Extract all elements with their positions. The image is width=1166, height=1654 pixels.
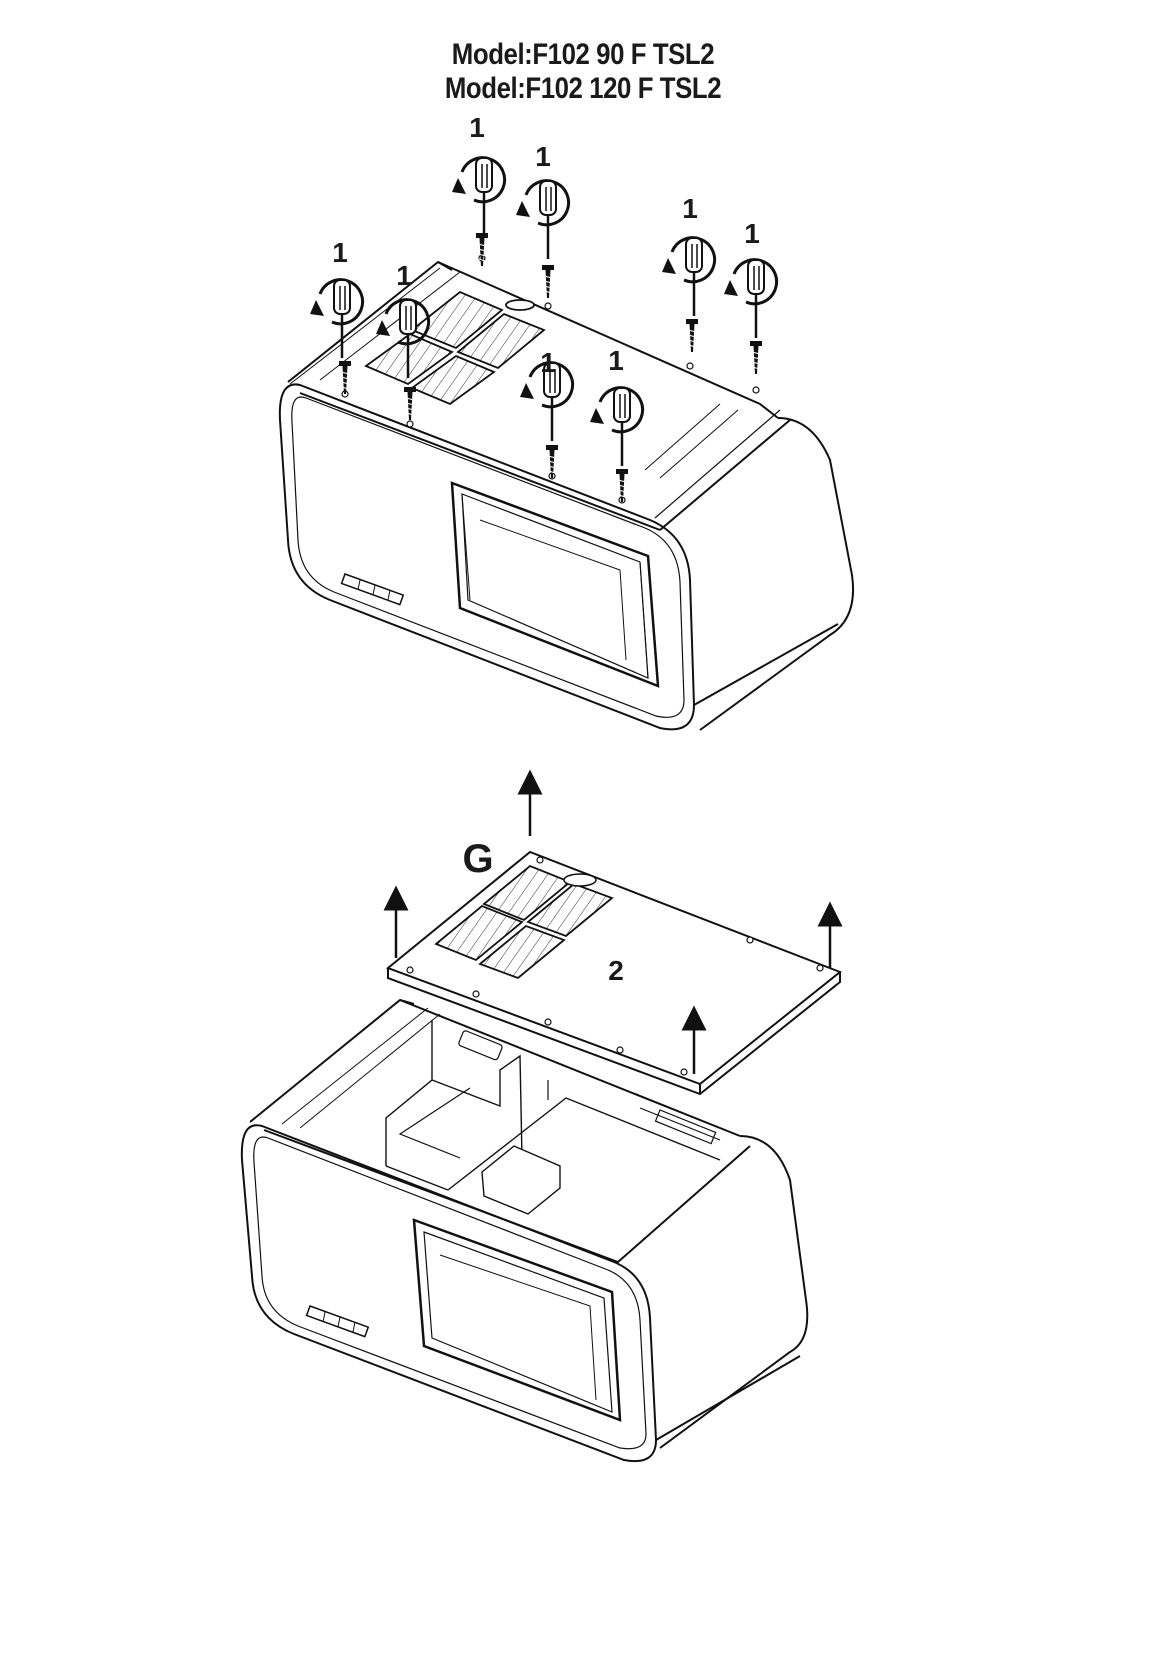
grease-filters-top: [364, 290, 546, 406]
hood-open: [240, 998, 809, 1462]
step-label-1: 1: [469, 112, 485, 143]
step-label-1: 1: [332, 237, 348, 268]
step-label-1: 1: [608, 345, 624, 376]
step-label-1: 1: [396, 260, 412, 291]
hood-assembled: [278, 260, 854, 731]
step-label-1: 1: [540, 347, 556, 378]
panel-letter-g: G: [462, 837, 493, 881]
model-title-1: Model:F102 90 F TSL2: [451, 38, 715, 71]
top-panel-g: [386, 850, 842, 1096]
panel-holes: [406, 856, 824, 1076]
model-title-2: Model:F102 120 F TSL2: [444, 72, 722, 105]
step-label-1: 1: [535, 141, 551, 172]
panel-step-label: 2: [608, 955, 624, 986]
up-arrow-icon: [383, 769, 843, 1074]
screwdriver-icon: [308, 156, 779, 468]
step-label-1: 1: [744, 218, 760, 249]
step-label-1: 1: [682, 193, 698, 224]
screw-step-labels: 1 1 1 1 1 1 1 1: [332, 112, 760, 378]
